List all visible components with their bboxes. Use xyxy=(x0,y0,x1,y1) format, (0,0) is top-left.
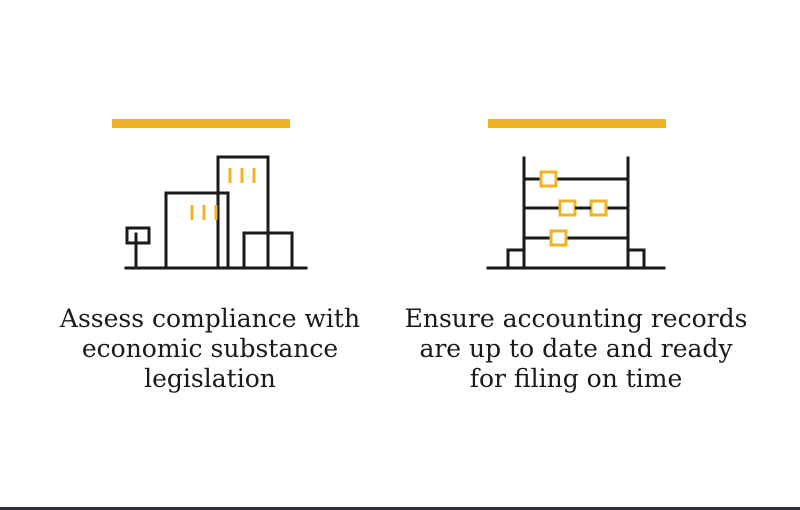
card-economic-substance: Assess compliance with economic substanc… xyxy=(30,0,390,500)
caption-line: are up to date and ready xyxy=(419,334,733,363)
bottom-rule xyxy=(0,507,800,510)
accent-bar xyxy=(488,119,666,128)
caption-line: legislation xyxy=(144,364,276,393)
caption-line: for filing on time xyxy=(469,364,683,393)
caption: Ensure accounting records are up to date… xyxy=(396,304,756,394)
caption-line: Assess compliance with xyxy=(59,304,361,333)
accent-bar xyxy=(112,119,290,128)
card-accounting-records: Ensure accounting records are up to date… xyxy=(396,0,756,500)
caption: Assess compliance with economic substanc… xyxy=(30,304,390,394)
caption-line: economic substance xyxy=(81,334,339,363)
caption-line: Ensure accounting records xyxy=(404,304,748,333)
abacus-icon xyxy=(486,156,666,270)
office-buildings-icon xyxy=(124,155,308,270)
